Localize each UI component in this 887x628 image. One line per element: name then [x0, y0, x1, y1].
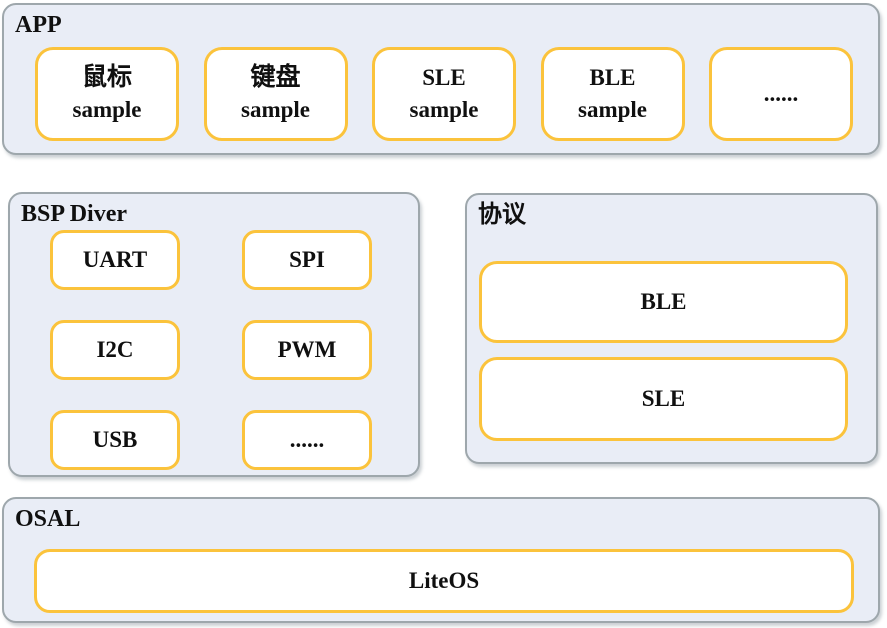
osal-section: OSAL LiteOS — [2, 497, 880, 623]
app-box-keyboard-subtitle: sample — [241, 97, 310, 122]
app-box-ellipsis-text: ...... — [763, 81, 799, 106]
bsp-box-i2c: I2C — [50, 320, 180, 380]
app-box-row: 鼠标 sample 键盘 sample SLE sample BLE sampl… — [35, 47, 853, 141]
app-section-label: APP — [15, 12, 62, 38]
bsp-box-usb: USB — [50, 410, 180, 470]
app-box-mouse-sample: 鼠标 sample — [35, 47, 179, 141]
bsp-box-spi: SPI — [242, 230, 372, 290]
protocol-section-label: 协议 — [478, 202, 526, 228]
app-box-sle-title: SLE — [422, 65, 466, 90]
app-box-mouse-title: 鼠标 — [81, 64, 132, 91]
app-section: APP 鼠标 sample 键盘 sample SLE sample BLE s… — [2, 3, 880, 155]
osal-box-liteos: LiteOS — [34, 549, 854, 613]
bsp-driver-section: BSP Diver UART SPI I2C PWM USB ...... — [8, 192, 420, 477]
app-box-sle-sample: SLE sample — [372, 47, 516, 141]
app-box-sle-subtitle: sample — [409, 97, 479, 122]
bsp-box-uart: UART — [50, 230, 180, 290]
protocol-box-ble: BLE — [479, 261, 848, 343]
bsp-section-label: BSP Diver — [21, 201, 127, 227]
bsp-box-pwm: PWM — [242, 320, 372, 380]
app-box-mouse-subtitle: sample — [72, 97, 142, 122]
app-box-ble-subtitle: sample — [578, 97, 647, 122]
app-box-ble-sample: BLE sample — [540, 47, 685, 141]
app-box-keyboard-sample: 键盘 sample — [203, 47, 348, 141]
app-box-ble-title: BLE — [589, 65, 636, 90]
app-box-ellipsis: ...... — [709, 47, 853, 141]
app-box-keyboard-title: 键盘 — [250, 64, 301, 91]
bsp-box-grid: UART SPI I2C PWM USB ...... — [50, 230, 372, 470]
protocol-section: 协议 BLE SLE — [465, 193, 878, 464]
bsp-box-ellipsis: ...... — [242, 410, 372, 470]
protocol-box-sle: SLE — [479, 357, 848, 441]
osal-section-label: OSAL — [15, 506, 81, 532]
